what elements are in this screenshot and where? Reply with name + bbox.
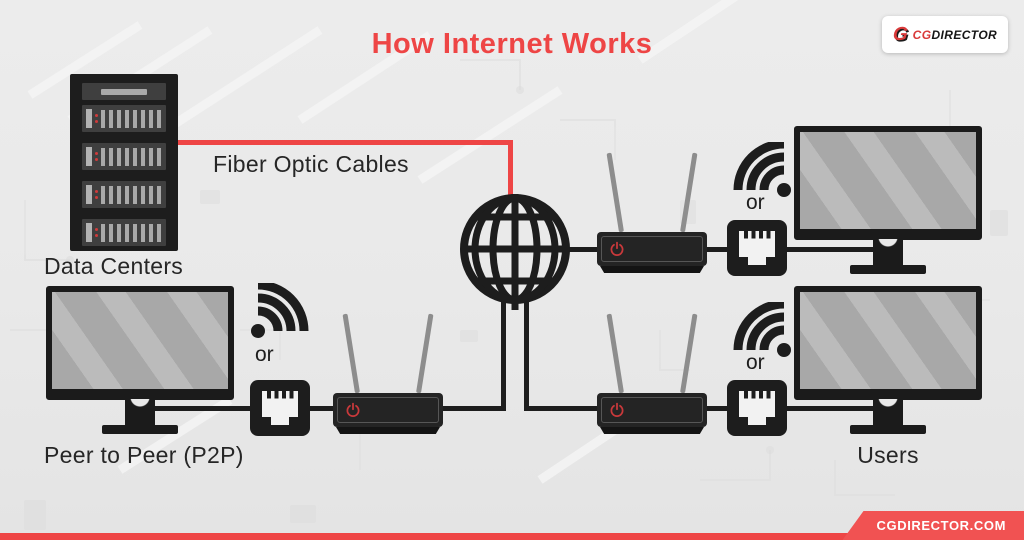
rack-slot — [101, 88, 147, 95]
monitor-screen — [794, 286, 982, 400]
monitor-base — [850, 265, 926, 274]
ethernet-port-icon-top-right — [727, 220, 787, 276]
monitor-icon-bottom-right — [794, 286, 982, 434]
monitor-screen — [794, 126, 982, 240]
monitor-base — [102, 425, 178, 434]
router-antenna — [416, 313, 434, 394]
monitor-stand — [873, 239, 903, 265]
monitor-screen — [46, 286, 234, 400]
rack-server-unit — [82, 219, 166, 246]
ethernet-port-icon-p2p — [250, 380, 310, 436]
rack-server-unit — [82, 143, 166, 170]
rack-server-unit — [82, 181, 166, 208]
router-base — [336, 427, 440, 434]
router-body — [597, 393, 707, 427]
power-icon — [610, 402, 624, 417]
router-icon-p2p — [333, 313, 443, 434]
router-antenna — [606, 152, 624, 233]
users-label: Users — [857, 442, 919, 468]
wire-users-row — [524, 406, 890, 411]
monitor-stand — [873, 399, 903, 425]
fiber-cable-horizontal — [172, 140, 513, 145]
ethernet-port-icon-bottom-right — [727, 380, 787, 436]
fiber-optic-cables-label: Fiber Optic Cables — [213, 151, 409, 177]
router-icon-top-right — [597, 152, 707, 273]
router-antenna — [680, 152, 698, 233]
fiber-cable-vertical — [508, 140, 513, 198]
page-title: How Internet Works — [371, 28, 653, 60]
or-label-bottom-right: or — [746, 351, 765, 374]
or-label-p2p: or — [255, 343, 274, 366]
wifi-icon-top-right — [733, 142, 791, 197]
cgdirector-logo: G CGDIRECTOR — [882, 16, 1008, 53]
power-icon — [346, 402, 360, 417]
router-antenna — [606, 313, 624, 394]
footer-site-banner: CGDIRECTOR.COM — [842, 511, 1024, 540]
logo-text-director: DIRECTOR — [931, 27, 998, 42]
footer-red-strip — [0, 533, 1024, 540]
wifi-icon-p2p — [251, 283, 309, 338]
globe-icon — [460, 194, 570, 310]
router-antenna — [680, 313, 698, 394]
router-base — [600, 427, 704, 434]
router-base — [600, 266, 704, 273]
data-centers-label: Data Centers — [44, 253, 184, 279]
logo-g-mark-icon: G — [891, 24, 909, 45]
wire-p2p-row — [138, 406, 506, 411]
router-body — [597, 232, 707, 266]
wifi-icon-bottom-right — [733, 302, 791, 357]
footer-site-text: CGDIRECTOR.COM — [876, 518, 1006, 533]
monitor-icon-p2p — [46, 286, 234, 434]
power-icon — [610, 241, 624, 256]
or-label-top-right: or — [746, 191, 765, 214]
wire-globe-right-leg — [524, 298, 529, 411]
peer-to-peer-label: Peer to Peer (P2P) — [44, 442, 244, 468]
logo-wordmark: CGDIRECTOR — [913, 29, 997, 41]
rack-top-unit — [82, 83, 166, 100]
rack-server-unit — [82, 105, 166, 132]
monitor-base — [850, 425, 926, 434]
logo-text-cg: CG — [912, 27, 932, 42]
monitor-stand — [125, 399, 155, 425]
router-body — [333, 393, 443, 427]
router-icon-bottom-right — [597, 313, 707, 434]
server-rack-icon — [70, 74, 178, 251]
router-antenna — [342, 313, 360, 394]
wire-globe-left-leg — [501, 298, 506, 411]
monitor-icon-top-right — [794, 126, 982, 274]
